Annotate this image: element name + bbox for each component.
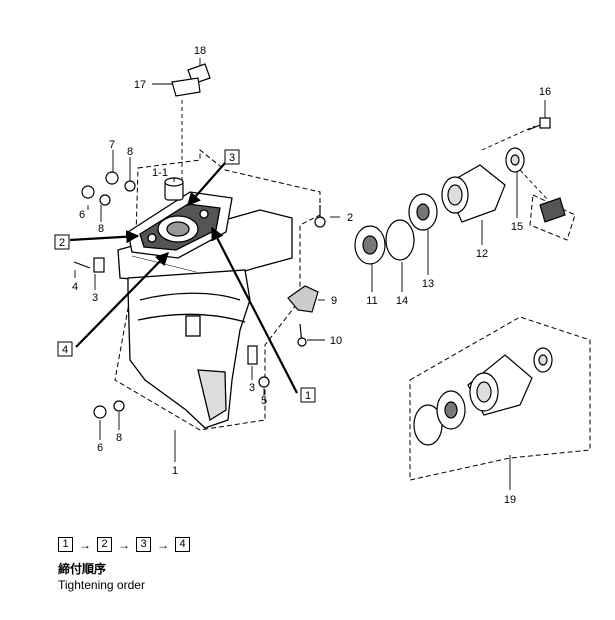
- order-step-2: 2: [97, 537, 112, 552]
- callout-3-right: 3: [249, 382, 255, 394]
- callout-8-lower: 8: [116, 432, 122, 444]
- callout-8-upper: 8: [127, 146, 133, 158]
- part-18-clip: [171, 63, 211, 97]
- dashed-group-outlines: [114, 148, 591, 481]
- callout-4: 4: [72, 281, 78, 293]
- callout-1-1: 1-1: [152, 167, 168, 179]
- part-9-anode: [287, 285, 319, 347]
- tightening-arrows: [69, 162, 298, 394]
- callout-6-upper: 6: [79, 209, 85, 221]
- callout-9: 9: [331, 295, 337, 307]
- boxed-step-markers: [54, 149, 316, 403]
- callout-1: 1: [172, 465, 178, 477]
- callout-11: 11: [366, 295, 377, 307]
- callout-5: 5: [261, 395, 267, 407]
- step-label-4: 4: [62, 344, 68, 356]
- callout-8-middle: 8: [98, 223, 104, 235]
- callout-14: 14: [396, 295, 408, 307]
- assembly-19-parts: [413, 347, 553, 446]
- tightening-order-sequence: 1 → 2 → 3 → 4: [58, 537, 190, 552]
- lower-case-body: [117, 209, 293, 429]
- step-label-2: 2: [59, 237, 65, 249]
- callout-19: 19: [504, 494, 516, 506]
- callout-15: 15: [511, 221, 523, 233]
- order-step-1: 1: [58, 537, 73, 552]
- step-label-1: 1: [305, 390, 311, 402]
- order-step-3: 3: [136, 537, 151, 552]
- callout-18: 18: [194, 45, 206, 57]
- callout-7: 7: [109, 139, 115, 151]
- order-step-4: 4: [175, 537, 190, 552]
- callout-10: 10: [330, 335, 342, 347]
- tightening-order-label-en: Tightening order: [58, 578, 145, 592]
- order-arrow-2: →: [118, 537, 130, 552]
- callout-16: 16: [539, 86, 551, 98]
- order-arrow-1: →: [79, 537, 91, 552]
- callout-2: 2: [347, 212, 353, 224]
- bearing-housing-parts: [354, 117, 566, 265]
- small-fasteners: [73, 171, 326, 419]
- callout-17: 17: [134, 79, 146, 91]
- callout-12: 12: [476, 248, 488, 260]
- order-arrow-3: →: [157, 537, 169, 552]
- step-label-3: 3: [229, 152, 235, 164]
- tightening-order-label-jp: 締付順序: [58, 562, 107, 576]
- callout-13: 13: [422, 278, 434, 290]
- callout-6-lower: 6: [97, 442, 103, 454]
- callout-3-left: 3: [92, 292, 98, 304]
